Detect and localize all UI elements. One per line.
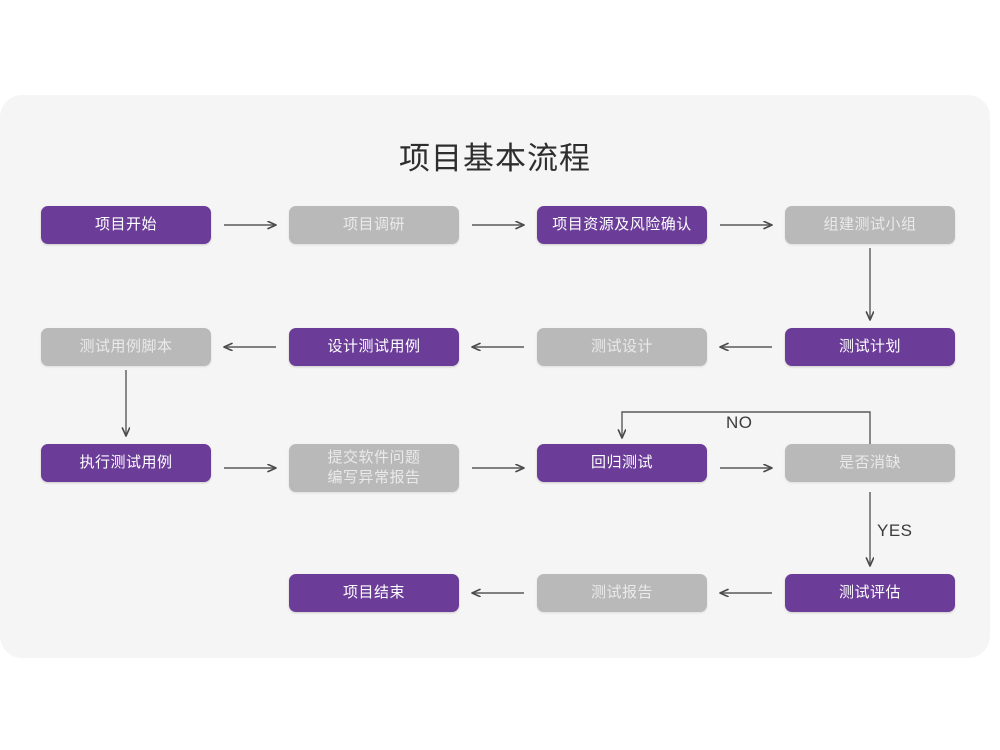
node-test-case-script[interactable]: 测试用例脚本 [41,328,211,366]
node-project-end[interactable]: 项目结束 [289,574,459,612]
page-title: 项目基本流程 [399,141,591,176]
flowchart-card [0,95,990,658]
node-test-evaluation[interactable]: 测试评估 [785,574,955,612]
node-form-test-team[interactable]: 组建测试小组 [785,206,955,244]
node-project-research[interactable]: 项目调研 [289,206,459,244]
edge-label-no: NO [726,413,753,432]
node-test-report[interactable]: 测试报告 [537,574,707,612]
node-regression-test[interactable]: 回归测试 [537,444,707,482]
node-defect-resolved[interactable]: 是否消缺 [785,444,955,482]
node-submit-defect-report[interactable]: 提交软件问题 编写异常报告 [289,444,459,492]
node-test-plan[interactable]: 测试计划 [785,328,955,366]
node-execute-test-case[interactable]: 执行测试用例 [41,444,211,482]
edge-label-yes: YES [877,521,913,540]
node-test-design[interactable]: 测试设计 [537,328,707,366]
node-design-test-case[interactable]: 设计测试用例 [289,328,459,366]
node-resource-risk-confirm[interactable]: 项目资源及风险确认 [537,206,707,244]
node-project-start[interactable]: 项目开始 [41,206,211,244]
